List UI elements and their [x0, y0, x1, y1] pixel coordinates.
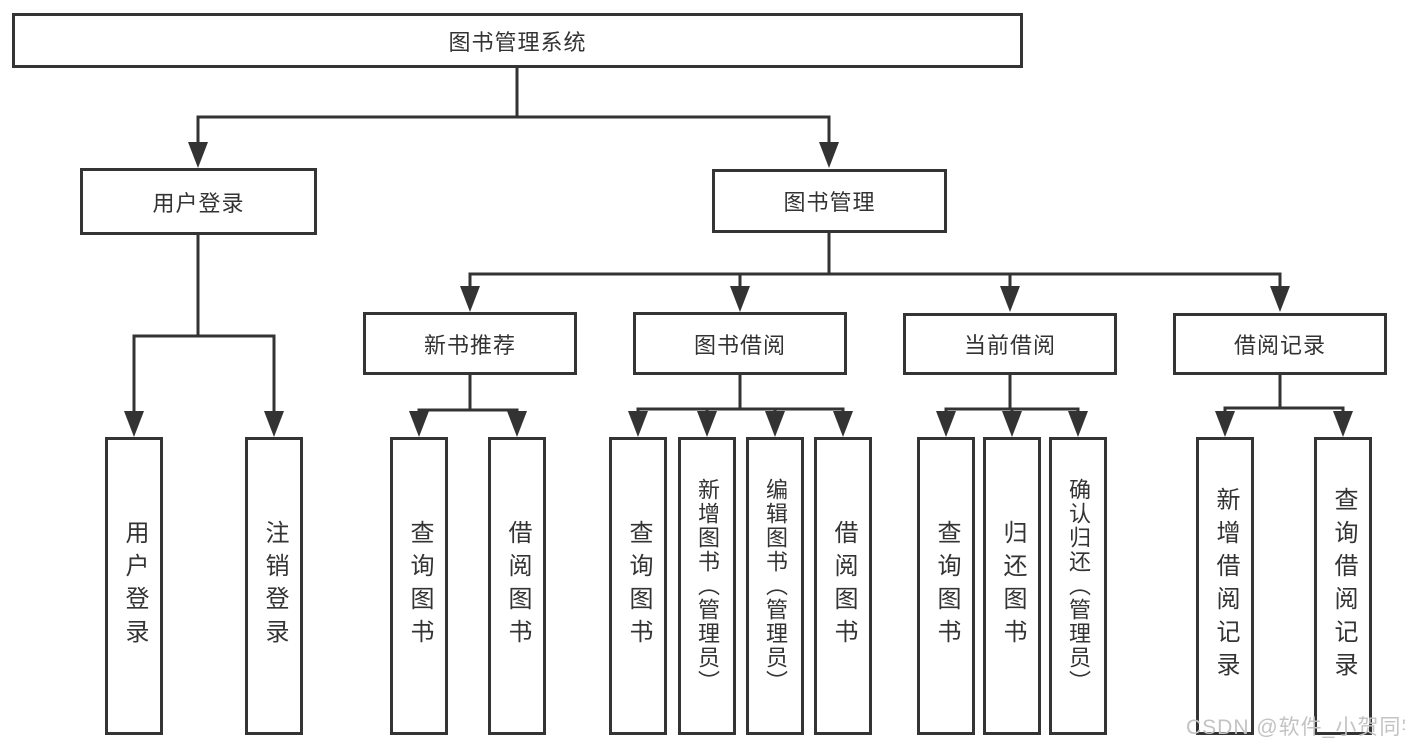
leaf-edit-book-admin: 编辑图书（管理员） [746, 437, 804, 735]
connector-book-borrow-children [628, 373, 853, 437]
node-book-management: 图书管理 [712, 169, 947, 233]
node-user-login: 用户登录 [80, 168, 317, 235]
node-borrow-records-label: 借阅记录 [1233, 333, 1326, 358]
node-book-borrow-label: 图书借阅 [693, 332, 786, 358]
leaf-borrow-books-1-label: 借阅图书 [504, 520, 531, 652]
node-library-management-system-label: 图书管理系统 [448, 29, 587, 55]
leaf-edit-book-admin-label: 编辑图书（管理员） [763, 478, 788, 694]
node-new-book-recommend-label: 新书推荐 [423, 332, 516, 358]
leaf-borrow-books-2: 借阅图书 [814, 437, 872, 735]
arrowhead-icon [409, 411, 429, 437]
arrowhead-icon [730, 286, 750, 312]
leaf-add-borrow-record: 新增借阅记录 [1196, 437, 1254, 735]
arrowhead-icon [1270, 286, 1290, 312]
leaf-query-books-1: 查询图书 [390, 437, 448, 735]
node-current-borrow-label: 当前借阅 [963, 333, 1056, 358]
connector-book-management-children [460, 231, 1290, 312]
leaf-user-login-label: 用户登录 [121, 520, 148, 652]
node-new-book-recommend: 新书推荐 [363, 312, 577, 375]
node-book-borrow: 图书借阅 [633, 312, 847, 375]
leaf-add-book-admin-label: 新增图书（管理员） [695, 478, 720, 694]
arrowhead-icon [1215, 411, 1235, 437]
connector-user-login-children [124, 233, 284, 437]
leaf-query-books-2-label: 查询图书 [625, 520, 652, 652]
connector-borrow-records-children [1215, 373, 1353, 437]
arrowhead-icon [264, 411, 284, 437]
leaf-return-books-label: 归还图书 [999, 520, 1026, 652]
leaf-logout: 注销登录 [245, 437, 303, 735]
node-borrow-records: 借阅记录 [1173, 313, 1387, 375]
leaf-query-books-3-label: 查询图书 [933, 520, 960, 652]
connector-new-book-children [409, 373, 527, 437]
node-library-management-system: 图书管理系统 [12, 13, 1023, 68]
leaf-borrow-books-1: 借阅图书 [488, 437, 546, 735]
leaf-borrow-books-2-label: 借阅图书 [830, 520, 857, 652]
leaf-query-borrow-record-label: 查询借阅记录 [1330, 487, 1357, 685]
connector-root-to-level2 [188, 66, 839, 168]
arrowhead-icon [628, 411, 648, 437]
arrowhead-icon [1068, 411, 1088, 437]
leaf-user-login: 用户登录 [105, 437, 163, 735]
leaf-add-book-admin: 新增图书（管理员） [678, 437, 736, 735]
arrowhead-icon [124, 411, 144, 437]
node-user-login-label: 用户登录 [152, 190, 245, 216]
leaf-query-books-1-label: 查询图书 [406, 520, 433, 652]
arrowhead-icon [1000, 286, 1020, 312]
arrowhead-icon [460, 286, 480, 312]
arrowhead-icon [507, 411, 527, 437]
arrowhead-icon [188, 142, 208, 168]
leaf-logout-label: 注销登录 [261, 520, 288, 652]
leaf-query-books-3: 查询图书 [917, 437, 975, 735]
arrowhead-icon [819, 142, 839, 168]
arrowhead-icon [697, 411, 717, 437]
node-current-borrow: 当前借阅 [903, 313, 1117, 375]
leaf-query-books-2: 查询图书 [609, 437, 667, 735]
leaf-query-borrow-record: 查询借阅记录 [1314, 437, 1372, 735]
arrowhead-icon [1333, 411, 1353, 437]
node-book-management-label: 图书管理 [783, 190, 876, 215]
connector-current-borrow-children [936, 373, 1088, 437]
arrowhead-icon [765, 411, 785, 437]
arrowhead-icon [1002, 411, 1022, 437]
leaf-add-borrow-record-label: 新增借阅记录 [1212, 487, 1239, 685]
leaf-confirm-return-admin: 确认归还（管理员） [1049, 437, 1107, 735]
leaf-return-books: 归还图书 [983, 437, 1041, 735]
arrowhead-icon [833, 411, 853, 437]
watermark: CSDN @软件_小贺同学 [1186, 716, 1405, 739]
leaf-confirm-return-admin-label: 确认归还（管理员） [1066, 478, 1091, 694]
arrowhead-icon [936, 411, 956, 437]
